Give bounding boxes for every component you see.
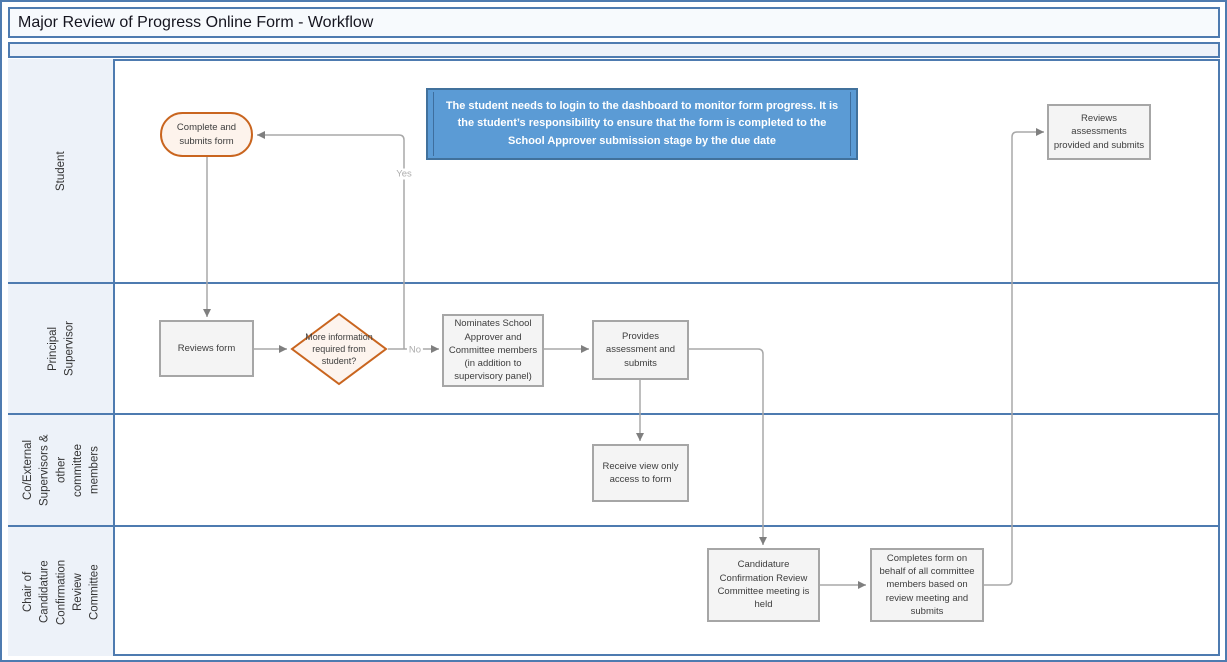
- node-complete-and-submits-form: Complete and submits form: [160, 112, 253, 157]
- node-label: Complete and submits form: [176, 122, 237, 147]
- lane-label-text: Principal Supervisor: [46, 321, 76, 376]
- lane-divider-1: [8, 282, 1220, 284]
- lane-label-text: Chair of Candidature Confirmation Review…: [21, 558, 101, 625]
- node-receive-view-only: Receive view only access to form: [592, 444, 689, 502]
- connector-label-no: No: [406, 344, 424, 356]
- node-label: More information required from student?: [305, 331, 373, 367]
- lane-label-principal-supervisor: Principal Supervisor: [8, 284, 115, 413]
- node-reviews-assessments: Reviews assessments provided and submits: [1047, 104, 1151, 160]
- node-label: Reviews form: [177, 342, 236, 354]
- node-provides-assessment: Provides assessment and submits: [592, 320, 689, 380]
- diagram-title-bar: Major Review of Progress Online Form - W…: [8, 7, 1220, 38]
- lane-divider-3: [8, 525, 1220, 527]
- node-completes-form: Completes form on behalf of all committe…: [870, 548, 984, 622]
- node-nominates-school-approver: Nominates School Approver and Committee …: [442, 314, 544, 387]
- node-label: Receive view only access to form: [602, 460, 679, 485]
- lane-divider-2: [8, 413, 1220, 415]
- note-text: The student needs to login to the dashbo…: [445, 100, 839, 147]
- lane-label-student: Student: [8, 59, 115, 282]
- node-reviews-form: Reviews form: [159, 320, 254, 377]
- connector-label-yes: Yes: [394, 168, 414, 180]
- node-label: Reviews assessments provided and submits: [1053, 113, 1145, 151]
- student-note-box: The student needs to login to the dashbo…: [426, 88, 858, 160]
- node-label: Completes form on behalf of all committe…: [879, 552, 975, 617]
- node-label: Nominates School Approver and Committee …: [448, 318, 538, 383]
- diagram-title: Major Review of Progress Online Form - W…: [18, 13, 374, 31]
- lane-label-column: [8, 59, 115, 656]
- lane-label-chair-ccrc: Chair of Candidature Confirmation Review…: [8, 527, 115, 656]
- node-label: Provides assessment and submits: [605, 331, 676, 369]
- decision-diamond-shape: [290, 312, 388, 386]
- node-ccrc-meeting-held: Candidature Confirmation Review Committe…: [707, 548, 820, 622]
- lane-label-co-external-supervisors: Co/External Supervisors & other committe…: [8, 415, 115, 525]
- node-more-info-decision: More information required from student?: [290, 312, 388, 386]
- header-band: [8, 42, 1220, 58]
- lane-label-text: Co/External Supervisors & other committe…: [21, 434, 101, 506]
- lane-label-text: Student: [55, 150, 68, 191]
- node-label: Candidature Confirmation Review Committe…: [717, 559, 810, 611]
